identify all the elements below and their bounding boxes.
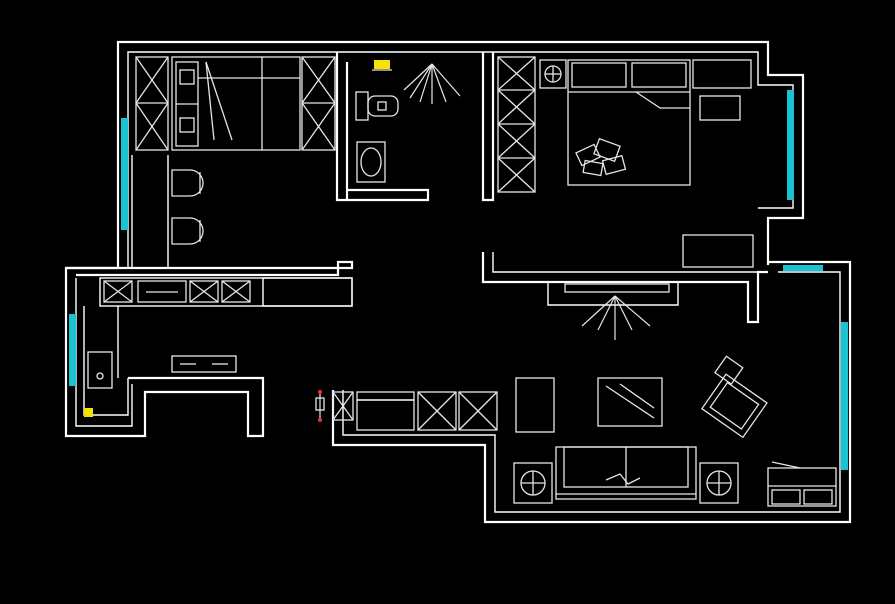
right-bedroom: [497, 56, 752, 193]
sofa: [555, 446, 697, 500]
wardrobe: [135, 56, 336, 151]
sink: [356, 141, 386, 183]
living-room: [513, 283, 837, 507]
kitchen: [84, 280, 251, 417]
yellow-marker-icon: [84, 408, 93, 417]
door-marker-icon: [315, 390, 325, 422]
nightstand: [539, 59, 567, 89]
toilet: [355, 91, 399, 121]
stove: [103, 280, 251, 303]
windows: [69, 90, 848, 470]
window-right-bedroom: [787, 90, 794, 200]
wardrobe: [497, 56, 536, 193]
exterior-walls: [64, 40, 852, 524]
chairs: [171, 169, 204, 245]
counter: [171, 355, 237, 373]
bed: [567, 59, 691, 186]
window-living-top: [783, 265, 823, 271]
window-living-right: [841, 322, 848, 470]
bookshelf: [767, 461, 837, 507]
armchair: [700, 355, 768, 439]
tv-console: [564, 283, 670, 293]
bathroom: [355, 60, 461, 183]
pillow-icon: [575, 137, 627, 177]
bed: [171, 56, 301, 151]
coffee-table: [597, 377, 663, 427]
ceiling-light-icon: [403, 63, 461, 104]
ceiling-light-icon: [581, 295, 651, 340]
dining-cabinet: [315, 390, 498, 431]
left-bedroom: [135, 56, 336, 245]
window-left-bedroom: [121, 118, 128, 230]
yellow-marker-icon: [374, 60, 390, 69]
sink: [87, 351, 113, 389]
side-tables: [513, 462, 739, 504]
interior-partitions: [83, 52, 754, 416]
window-kitchen: [69, 314, 76, 386]
